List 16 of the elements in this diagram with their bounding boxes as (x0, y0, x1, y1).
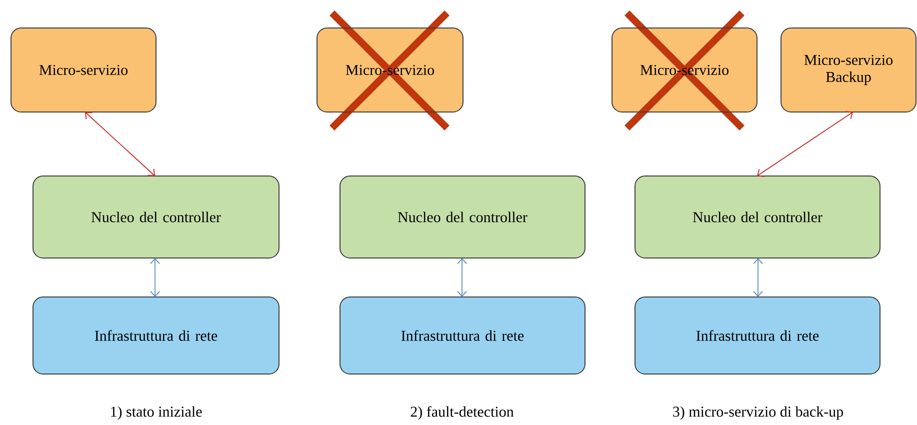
service-box: Nucleo del controller (340, 176, 586, 258)
arrow (753, 258, 763, 297)
arrow (85, 112, 156, 176)
service-box: Nucleo del controller (32, 176, 280, 258)
service-box: Micro-servizio Backup (780, 28, 916, 112)
service-box: Nucleo del controller (634, 176, 880, 258)
service-box: Infrastruttura di rete (340, 296, 586, 374)
panel-caption: 1) stato iniziale (111, 406, 202, 420)
service-box: Infrastruttura di rete (634, 296, 880, 374)
arrow (757, 110, 853, 178)
panel-caption: 2) fault-detection (410, 406, 514, 420)
service-box: Infrastruttura di rete (32, 296, 280, 374)
panel-caption: 3) micro-servizio di back-up (673, 406, 844, 420)
service-box: Micro-servizio (10, 28, 156, 112)
arrow (457, 258, 467, 297)
arrow (150, 258, 160, 297)
